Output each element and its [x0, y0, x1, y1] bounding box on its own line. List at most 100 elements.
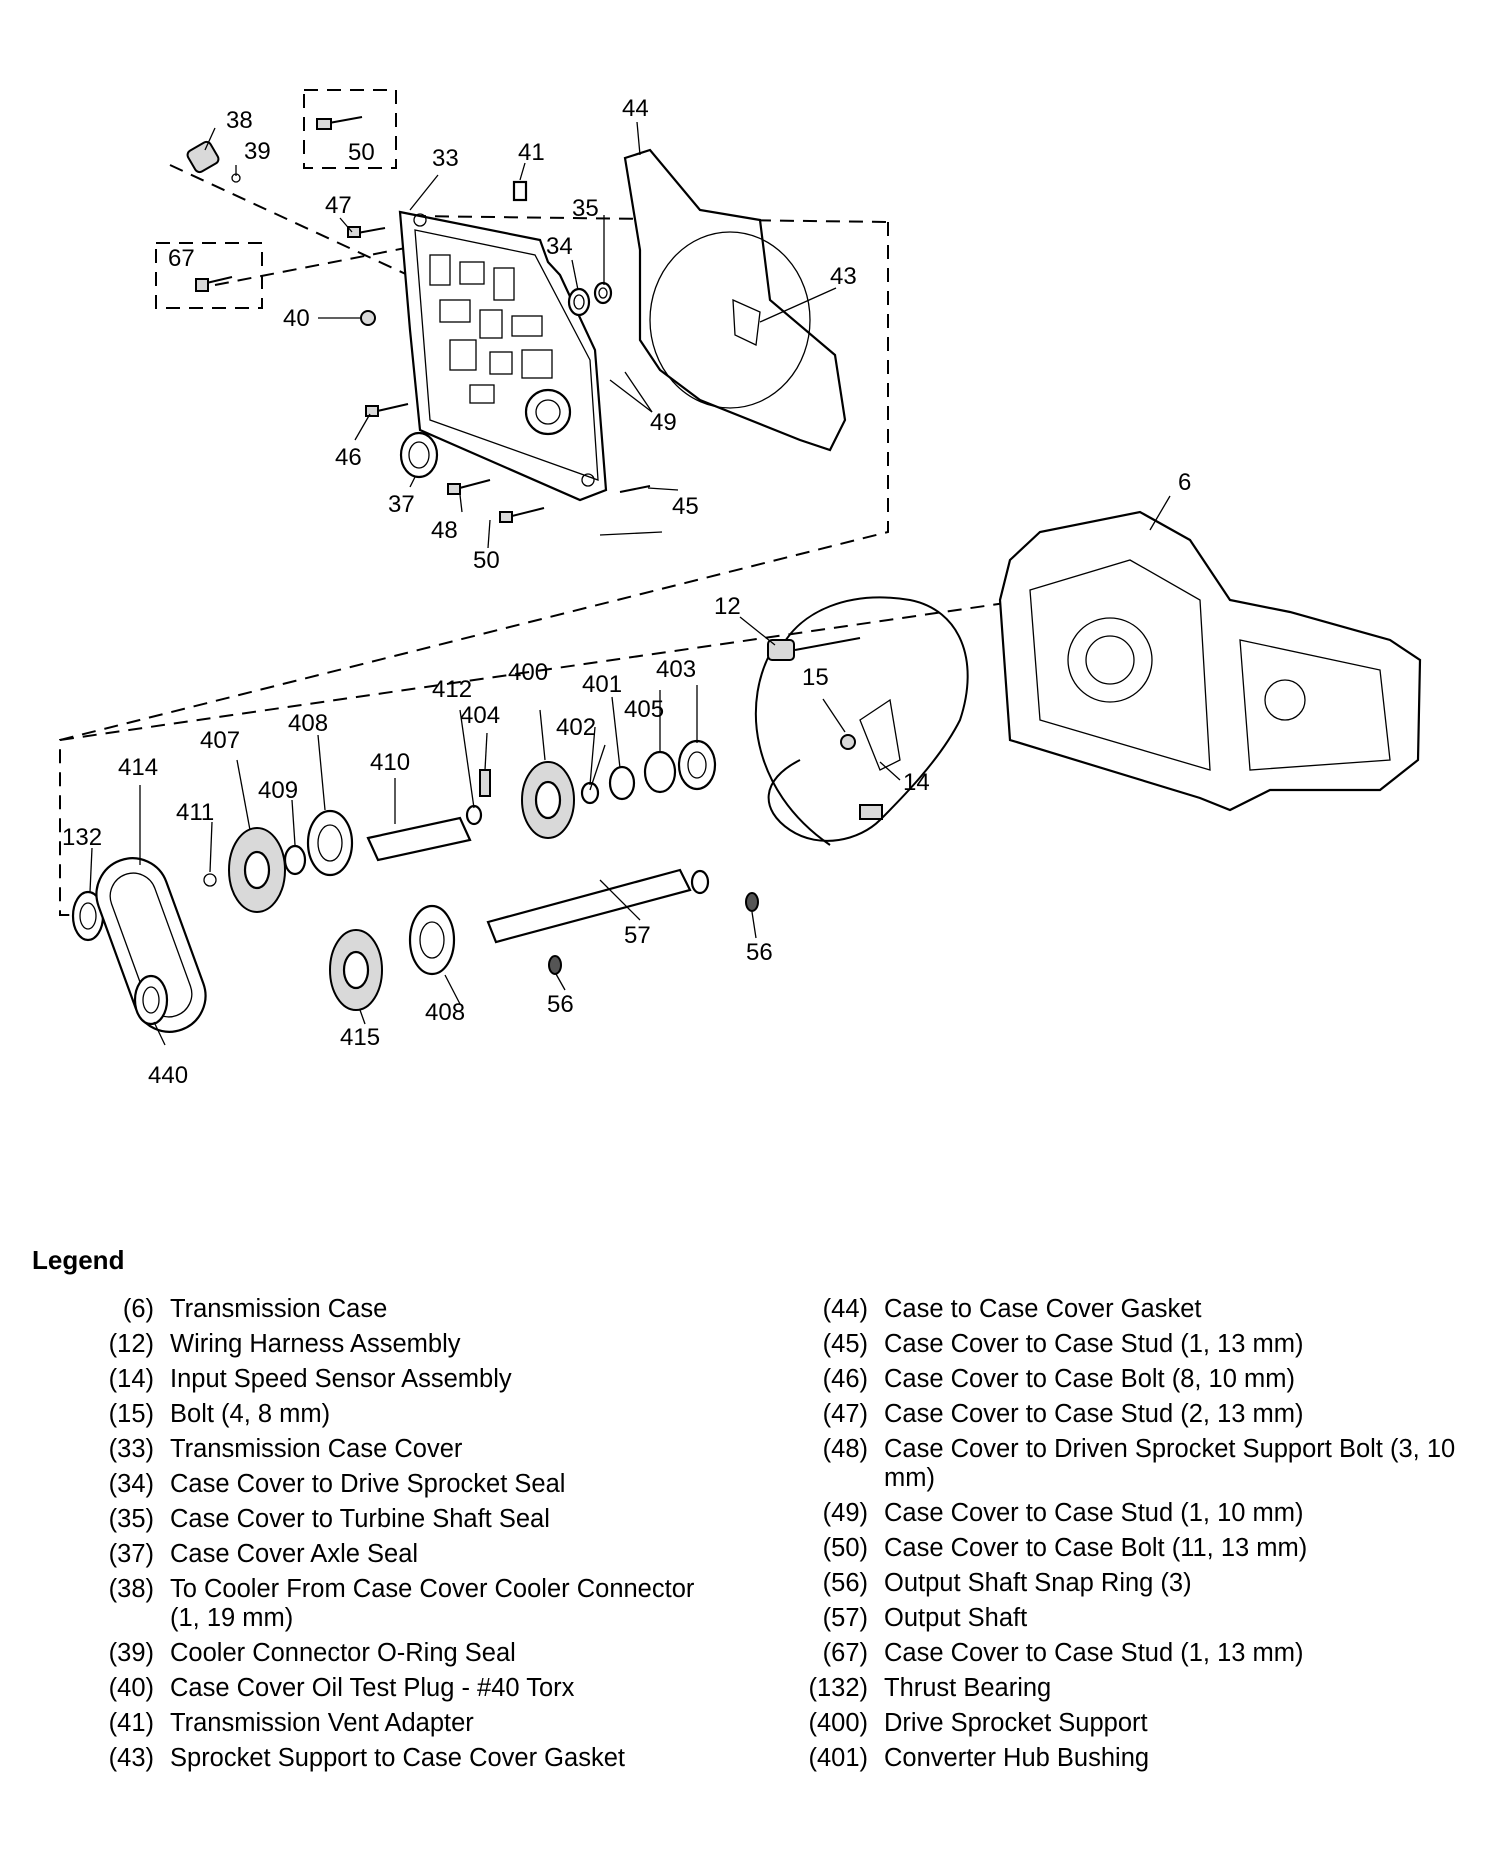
legend-item-number: (45): [822, 1330, 868, 1358]
legend-item: (67) Case Cover to Case Stud (1, 13 mm): [792, 1636, 1492, 1671]
legend-item-description: Output Shaft: [884, 1604, 1028, 1632]
legend-item: (40) Case Cover Oil Test Plug - #40 Torx: [78, 1671, 698, 1706]
legend-item-description: Transmission Case Cover: [170, 1435, 463, 1463]
legend-item: (34)Case Cover to Drive Sprocket Seal: [78, 1467, 698, 1502]
drive-parts: [71, 739, 759, 1033]
legend-item-number: (6): [122, 1295, 154, 1323]
callout-408: 408: [425, 999, 465, 1026]
legend-item-number: (56): [822, 1569, 868, 1597]
callout-403: 403: [656, 656, 696, 683]
legend-item-description: Converter Hub Bushing: [884, 1744, 1150, 1772]
legend-item-description: Case Cover to Driven Sprocket Support Bo…: [884, 1435, 1456, 1492]
legend-item-number: (39): [108, 1639, 154, 1667]
legend-item-description: Case Cover to Case Stud (1, 10 mm): [884, 1499, 1304, 1527]
legend-item-number: (49): [822, 1499, 868, 1527]
legend-item-description: Case Cover to Drive Sprocket Seal: [170, 1470, 566, 1498]
callout-labels: 38 39 50 33 41 44 35 34 43 47 67 40 49 4…: [62, 95, 1191, 1089]
transmission-case: [998, 510, 1422, 812]
callout-404: 404: [460, 702, 500, 729]
legend-item-number: (43): [108, 1744, 154, 1772]
callout-40: 40: [283, 305, 310, 332]
legend-item-description: Case Cover to Case Stud (2, 13 mm): [884, 1400, 1304, 1428]
callout-50: 50: [473, 547, 500, 574]
legend-item: (33) Transmission Case Cover: [78, 1432, 698, 1467]
callout-34: 34: [546, 233, 573, 260]
legend-item-description: Case Cover Oil Test Plug - #40 Torx: [170, 1674, 575, 1702]
callout-408: 408: [288, 710, 328, 737]
legend-item-number: (40): [108, 1674, 154, 1702]
callout-440: 440: [148, 1062, 188, 1089]
callout-410: 410: [370, 749, 410, 776]
callout-57: 57: [624, 922, 651, 949]
legend-item: (50) Case Cover to Case Bolt (11, 13 mm): [792, 1531, 1492, 1566]
legend-item: (38) To Cooler From Case Cover Cooler Con…: [78, 1572, 698, 1636]
legend-item-description: Input Speed Sensor Assembly: [170, 1365, 512, 1393]
callout-35: 35: [572, 195, 599, 222]
callout-45: 45: [672, 493, 699, 520]
callout-44: 44: [622, 95, 649, 122]
callout-405: 405: [624, 696, 664, 723]
legend-item: (35) Case Cover to Turbine Shaft Seal: [78, 1502, 698, 1537]
legend-item-number: (132): [808, 1674, 868, 1702]
legend-item: (45) Case Cover to Case Stud (1, 13 mm): [792, 1327, 1492, 1362]
legend-item-description: Case Cover to Case Stud (1, 13 mm): [884, 1330, 1304, 1358]
legend-item: (48)Case Cover to Driven Sprocket Suppor…: [792, 1432, 1492, 1496]
legend-item-description: Case Cover to Case Stud (1, 13 mm): [884, 1639, 1304, 1667]
legend-item-number: (50): [822, 1534, 868, 1562]
callout-39: 39: [244, 138, 271, 165]
legend-item: (57)Output Shaft: [792, 1601, 1492, 1636]
legend-item-description: Thrust Bearing: [884, 1674, 1052, 1702]
callout-43: 43: [830, 263, 857, 290]
upper-small-parts: [186, 116, 651, 523]
legend-item: (15)Bolt (4, 8 mm): [78, 1397, 698, 1432]
legend-item-number: (41): [108, 1709, 154, 1737]
callout-402: 402: [556, 714, 596, 741]
legend-item-description: Transmission Case: [170, 1295, 388, 1323]
callout-15: 15: [802, 664, 829, 691]
legend-item: (49) Case Cover to Case Stud (1, 10 mm): [792, 1496, 1492, 1531]
legend-item-description: Wiring Harness Assembly: [170, 1330, 461, 1358]
legend-item-number: (38): [108, 1575, 154, 1603]
legend-item-description: Case Cover Axle Seal: [170, 1540, 419, 1568]
legend-item-number: (35): [108, 1505, 154, 1533]
legend-item: (14)Input Speed Sensor Assembly: [78, 1362, 698, 1397]
legend-item-description: Output Shaft Snap Ring (3): [884, 1569, 1192, 1597]
callout-67: 67: [168, 245, 195, 272]
legend-item: (41)Transmission Vent Adapter: [78, 1706, 698, 1741]
callout-12: 12: [714, 593, 741, 620]
callout-407: 407: [200, 727, 240, 754]
legend-item: (132) Thrust Bearing: [792, 1671, 1492, 1706]
callout-50: 50: [348, 139, 375, 166]
exploded-view-diagram: 38 39 50 33 41 44 35 34 43 47 67 40 49 4…: [59, 89, 1422, 1089]
legend-item: (56) Output Shaft Snap Ring (3): [792, 1566, 1492, 1601]
legend-item-number: (12): [108, 1330, 154, 1358]
legend-item-number: (37): [108, 1540, 154, 1568]
callout-400: 400: [508, 659, 548, 686]
legend-item-description: Case to Case Cover Gasket: [884, 1295, 1202, 1323]
callout-46: 46: [335, 444, 362, 471]
callout-33: 33: [432, 145, 459, 172]
legend-item-number: (44): [822, 1295, 868, 1323]
callout-37: 37: [388, 491, 415, 518]
callout-47: 47: [325, 192, 352, 219]
legend-item-description: Bolt (4, 8 mm): [170, 1400, 331, 1428]
legend-left-column: (6) Transmission Case (12) Wiring Harness …: [78, 1292, 698, 1776]
legend-item: (44) Case to Case Cover Gasket: [792, 1292, 1492, 1327]
callout-414: 414: [118, 754, 158, 781]
legend-item-number: (33): [108, 1435, 154, 1463]
legend-item: (43)Sprocket Support to Case Cover Gaske…: [78, 1741, 698, 1776]
leader-lines: [89, 121, 1171, 1046]
legend-item-description: Case Cover to Turbine Shaft Seal: [170, 1505, 550, 1533]
legend-item-description: Case Cover to Case Bolt (8, 10 mm): [884, 1365, 1295, 1393]
legend-item-number: (67): [822, 1639, 868, 1667]
legend-item-description: Case Cover to Case Bolt (11, 13 mm): [884, 1534, 1308, 1562]
legend-item: (400)Drive Sprocket Support: [792, 1706, 1492, 1741]
legend-item-description: To Cooler From Case Cover Cooler Connect…: [170, 1575, 695, 1632]
callout-411: 411: [176, 799, 214, 826]
callout-401: 401: [582, 671, 622, 698]
legend-item: (39)Cooler Connector O-Ring Seal: [78, 1636, 698, 1671]
callout-415: 415: [340, 1024, 380, 1051]
legend-item-number: (46): [822, 1365, 868, 1393]
legend-item: (47)Case Cover to Case Stud (2, 13 mm): [792, 1397, 1492, 1432]
legend-title: Legend: [32, 1245, 125, 1275]
